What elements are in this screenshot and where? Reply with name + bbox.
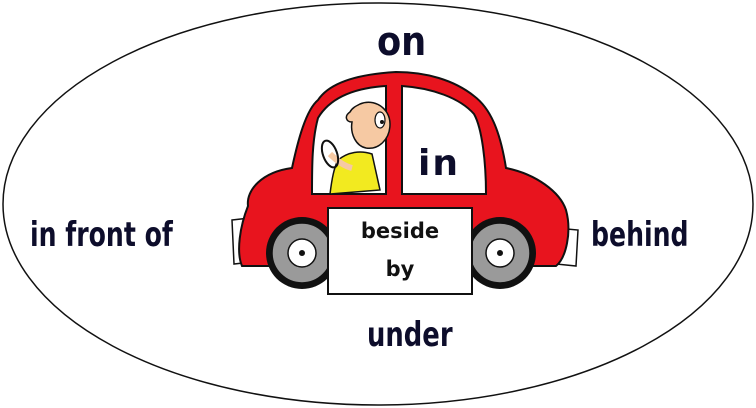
rear-window (401, 84, 488, 195)
rear-wheel-hub (497, 250, 503, 256)
label-by: by (385, 257, 415, 281)
label-on: on (377, 19, 427, 65)
rear-wheel-icon (464, 217, 536, 289)
label-in: in (418, 143, 460, 184)
driver-eye (374, 111, 386, 129)
front-wheel-hub (299, 250, 305, 256)
steering-wheel-icon (320, 139, 340, 169)
license-plate: beside by (327, 207, 473, 295)
driver-arm (327, 151, 353, 171)
label-in-front-of: in front of (30, 215, 173, 255)
driver-figure (320, 101, 391, 195)
label-under: under (367, 315, 453, 355)
label-behind: behind (591, 215, 689, 255)
driver-pupil (380, 120, 384, 124)
front-wheel-icon (266, 217, 338, 289)
label-beside: beside (360, 219, 440, 243)
